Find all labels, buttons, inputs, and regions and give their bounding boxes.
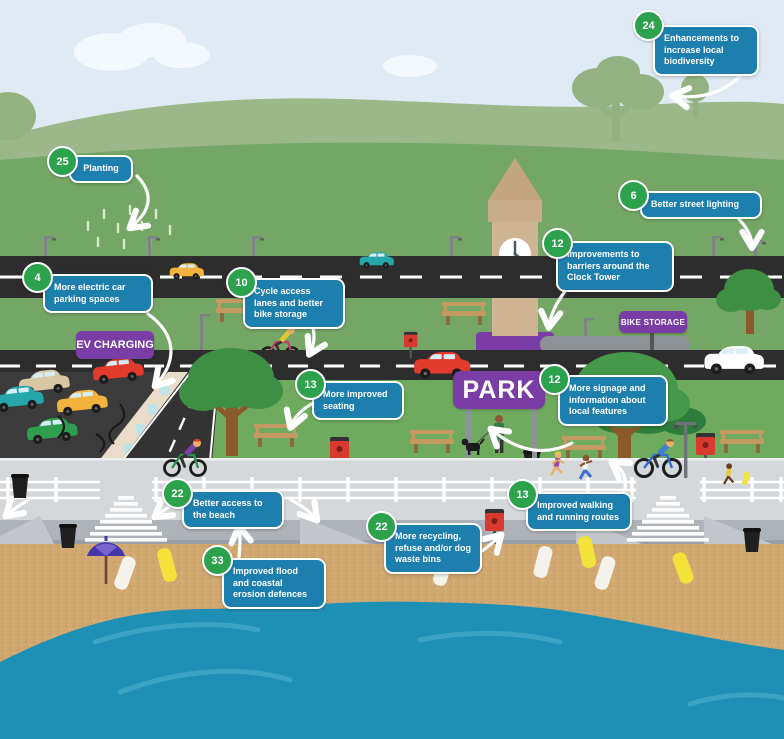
callout-label: Better street lighting — [640, 191, 762, 219]
callout-number-badge: 12 — [539, 364, 570, 395]
cyclist-purple — [163, 439, 207, 477]
callout-number-badge: 22 — [162, 478, 193, 509]
park-sign: PARK — [453, 371, 545, 409]
cyclist-bmx — [634, 439, 682, 478]
sea — [0, 601, 784, 739]
beach-umbrella — [87, 536, 125, 584]
charging-cables — [57, 403, 126, 453]
black-bin-beach — [59, 524, 77, 548]
runner-yellow — [723, 463, 750, 486]
black-bin — [11, 474, 29, 498]
callout-label: Better access to the beach — [182, 490, 284, 530]
beach-steps-left — [85, 496, 167, 542]
park-tree-left — [179, 348, 283, 456]
callout-number-badge: 10 — [226, 267, 257, 298]
promenade-lamp — [674, 422, 698, 478]
callout-label: Planting — [69, 155, 133, 183]
callout-label: Improved flood and coastal erosion defen… — [222, 558, 326, 610]
black-bin-beach — [743, 528, 761, 552]
runner-boy — [578, 454, 593, 480]
tree-small-right — [716, 269, 781, 334]
callout-label: Improved walking and running routes — [526, 492, 632, 532]
bike-storage-sign: BIKE STORAGE — [619, 311, 687, 333]
street-lamps-mid — [200, 314, 594, 352]
park-sign-post — [466, 406, 471, 476]
callout-label: More electric car parking spaces — [43, 274, 153, 314]
callout-label: Enhancements to increase local biodivers… — [653, 25, 759, 77]
clouds — [74, 23, 437, 77]
callout-label: Improvements to barriers around the Cloc… — [556, 241, 674, 293]
callout-label: More signage and information about local… — [558, 375, 668, 427]
callout-label: Cycle access lanes and better bike stora… — [243, 278, 345, 330]
callout-number-badge: 12 — [542, 228, 573, 259]
callout-number-badge: 24 — [633, 10, 664, 41]
callout-number-badge: 22 — [366, 511, 397, 542]
beach-steps-right — [627, 496, 709, 542]
callout-number-badge: 4 — [22, 262, 53, 293]
callout-number-badge: 33 — [202, 545, 233, 576]
ev-charging-sign: EV CHARGING — [76, 331, 154, 359]
callout-number-badge: 6 — [618, 180, 649, 211]
callout-number-badge: 25 — [47, 146, 78, 177]
callout-number-badge: 13 — [507, 479, 538, 510]
callout-number-badge: 13 — [295, 369, 326, 400]
callout-label: More recycling, refuse and/or dog waste … — [384, 523, 482, 575]
runner-girl — [549, 451, 565, 476]
